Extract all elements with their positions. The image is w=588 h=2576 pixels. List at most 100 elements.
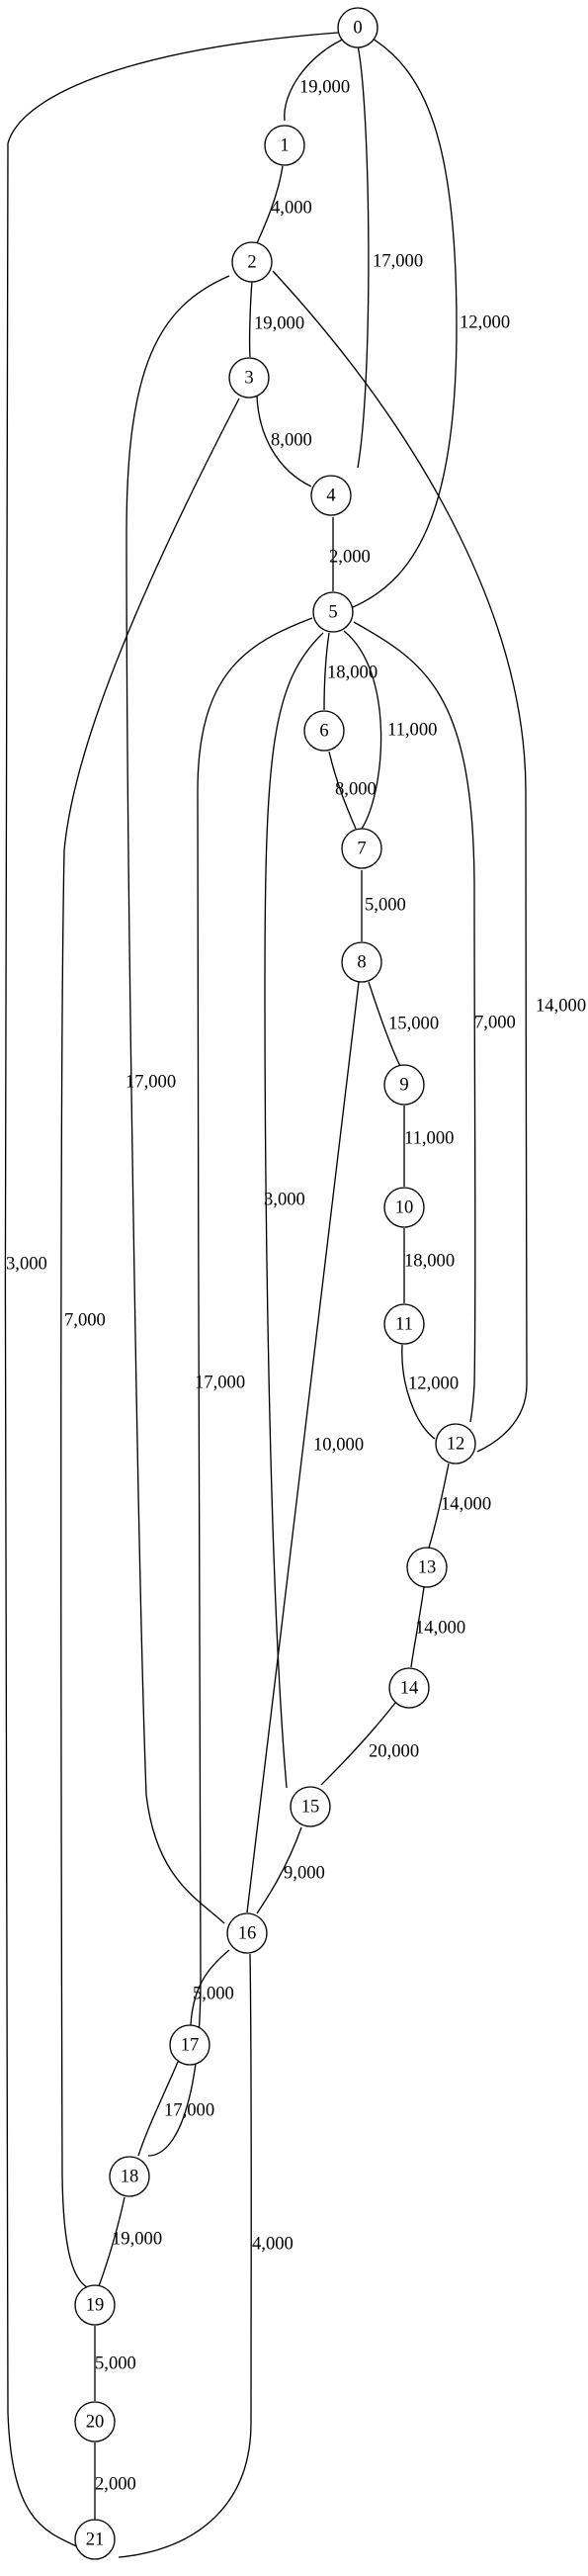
node-circle <box>109 2156 150 2197</box>
node-label: 0 <box>353 18 362 39</box>
node-label: 15 <box>301 1797 320 1818</box>
edge-8-16 <box>246 981 360 1913</box>
graph-node: 0 <box>337 7 378 48</box>
edge-3-19 <box>60 398 240 2288</box>
graph-node: 16 <box>226 1912 268 1954</box>
node-circle <box>231 241 273 283</box>
edge-labels: 19,000 17,000 12,000 3,000 4,000 19,000 … <box>6 77 586 2495</box>
node-circle <box>303 710 345 752</box>
edge-16-17 <box>190 1949 230 2026</box>
edge-label: 4,000 <box>252 2234 294 2255</box>
edge-label: 15,000 <box>388 1014 439 1034</box>
edge-label: 12,000 <box>460 312 510 333</box>
edge-label: 3,000 <box>6 1254 47 1275</box>
node-label: 12 <box>447 1434 465 1455</box>
node-circle <box>337 7 378 48</box>
graph-node: 9 <box>383 1064 425 1106</box>
edge-label: 5,000 <box>95 2354 136 2374</box>
graph-node: 12 <box>435 1423 476 1465</box>
node-label: 7 <box>357 839 366 859</box>
edges <box>4 32 528 2558</box>
edge-label: 19,000 <box>254 313 304 334</box>
edge-3-4 <box>256 396 312 488</box>
node-label: 11 <box>395 1314 413 1335</box>
node-circle <box>290 1786 331 1827</box>
node-circle <box>312 591 354 633</box>
graph-node: 2 <box>231 241 273 283</box>
node-label: 13 <box>418 1557 437 1578</box>
edge-0-21 <box>4 32 339 2549</box>
node-label: 10 <box>395 1198 414 1218</box>
node-label: 6 <box>319 721 328 742</box>
node-circle <box>383 1303 425 1345</box>
graph-node: 18 <box>109 2156 150 2197</box>
node-circle <box>341 828 382 869</box>
edge-label: 2,000 <box>95 2474 136 2495</box>
edge-label: 17,000 <box>195 1373 245 1393</box>
node-label: 2 <box>247 252 256 273</box>
edge-0-1 <box>284 36 350 122</box>
graph-node: 21 <box>74 2519 116 2560</box>
node-circle <box>388 1667 430 1709</box>
node-label: 3 <box>244 368 253 389</box>
graph-node: 5 <box>312 591 354 633</box>
edge-label: 10,000 <box>313 1435 364 1456</box>
edge-8-9 <box>368 981 401 1067</box>
edge-15-16 <box>256 1826 302 1914</box>
node-circle <box>264 125 305 166</box>
node-circle <box>435 1423 476 1465</box>
edge-17-18 <box>137 2061 179 2157</box>
node-label: 16 <box>238 1923 257 1944</box>
node-label: 8 <box>357 952 366 973</box>
node-circle <box>74 2519 116 2560</box>
edge-14-15 <box>320 1702 396 1786</box>
graph-node: 20 <box>74 2401 116 2443</box>
edge-label: 20,000 <box>369 1741 419 1762</box>
edge-5-6 <box>323 632 330 711</box>
edge-label: 18,000 <box>327 663 378 683</box>
node-label: 20 <box>86 2412 105 2433</box>
edge-11-12 <box>401 1344 436 1440</box>
edge-13-14 <box>410 1586 425 1668</box>
node-label: 21 <box>86 2530 105 2550</box>
graph-node: 6 <box>303 710 345 752</box>
edge-16-21 <box>118 1953 252 2558</box>
node-circle <box>383 1064 425 1106</box>
edge-0-5 <box>345 35 458 611</box>
edge-label: 2,000 <box>329 547 371 568</box>
edge-2-3 <box>248 280 253 358</box>
edge-6-7 <box>328 751 357 830</box>
node-circle <box>406 1547 448 1588</box>
graph-node: 14 <box>388 1667 430 1709</box>
graph-node: 15 <box>290 1786 331 1827</box>
edge-label: 19,000 <box>112 2229 162 2250</box>
node-label: 4 <box>326 486 335 506</box>
node-label: 1 <box>280 135 289 156</box>
graph-node: 11 <box>383 1303 425 1345</box>
edge-label: 7,000 <box>474 1013 516 1033</box>
node-label: 9 <box>399 1075 408 1096</box>
node-circle <box>341 941 382 983</box>
edge-0-4 <box>357 44 370 469</box>
node-circle <box>226 1912 268 1954</box>
edge-label: 14,000 <box>536 996 586 1017</box>
graph-node: 8 <box>341 941 382 983</box>
edge-label: 11,000 <box>404 1128 454 1149</box>
edge-label: 7,000 <box>64 1310 106 1331</box>
edge-label: 19,000 <box>299 77 350 98</box>
edge-18-19 <box>98 2196 126 2287</box>
edge-label: 5,000 <box>193 1984 234 2004</box>
node-label: 18 <box>121 2167 139 2187</box>
edge-label: 12,000 <box>408 1374 459 1394</box>
edge-12-13 <box>428 1463 450 1549</box>
edge-label: 18,000 <box>404 1251 455 1272</box>
graph-node: 7 <box>341 828 382 869</box>
node-circle <box>310 475 352 516</box>
edge-5-12 <box>353 621 476 1423</box>
nodes: 0 1 2 3 4 5 6 7 <box>74 7 476 2560</box>
edge-label: 3,000 <box>264 1190 305 1210</box>
edge-label: 4,000 <box>271 198 312 219</box>
graph-node: 13 <box>406 1547 448 1588</box>
graph-node: 19 <box>74 2284 116 2326</box>
graph-node: 10 <box>383 1187 425 1228</box>
